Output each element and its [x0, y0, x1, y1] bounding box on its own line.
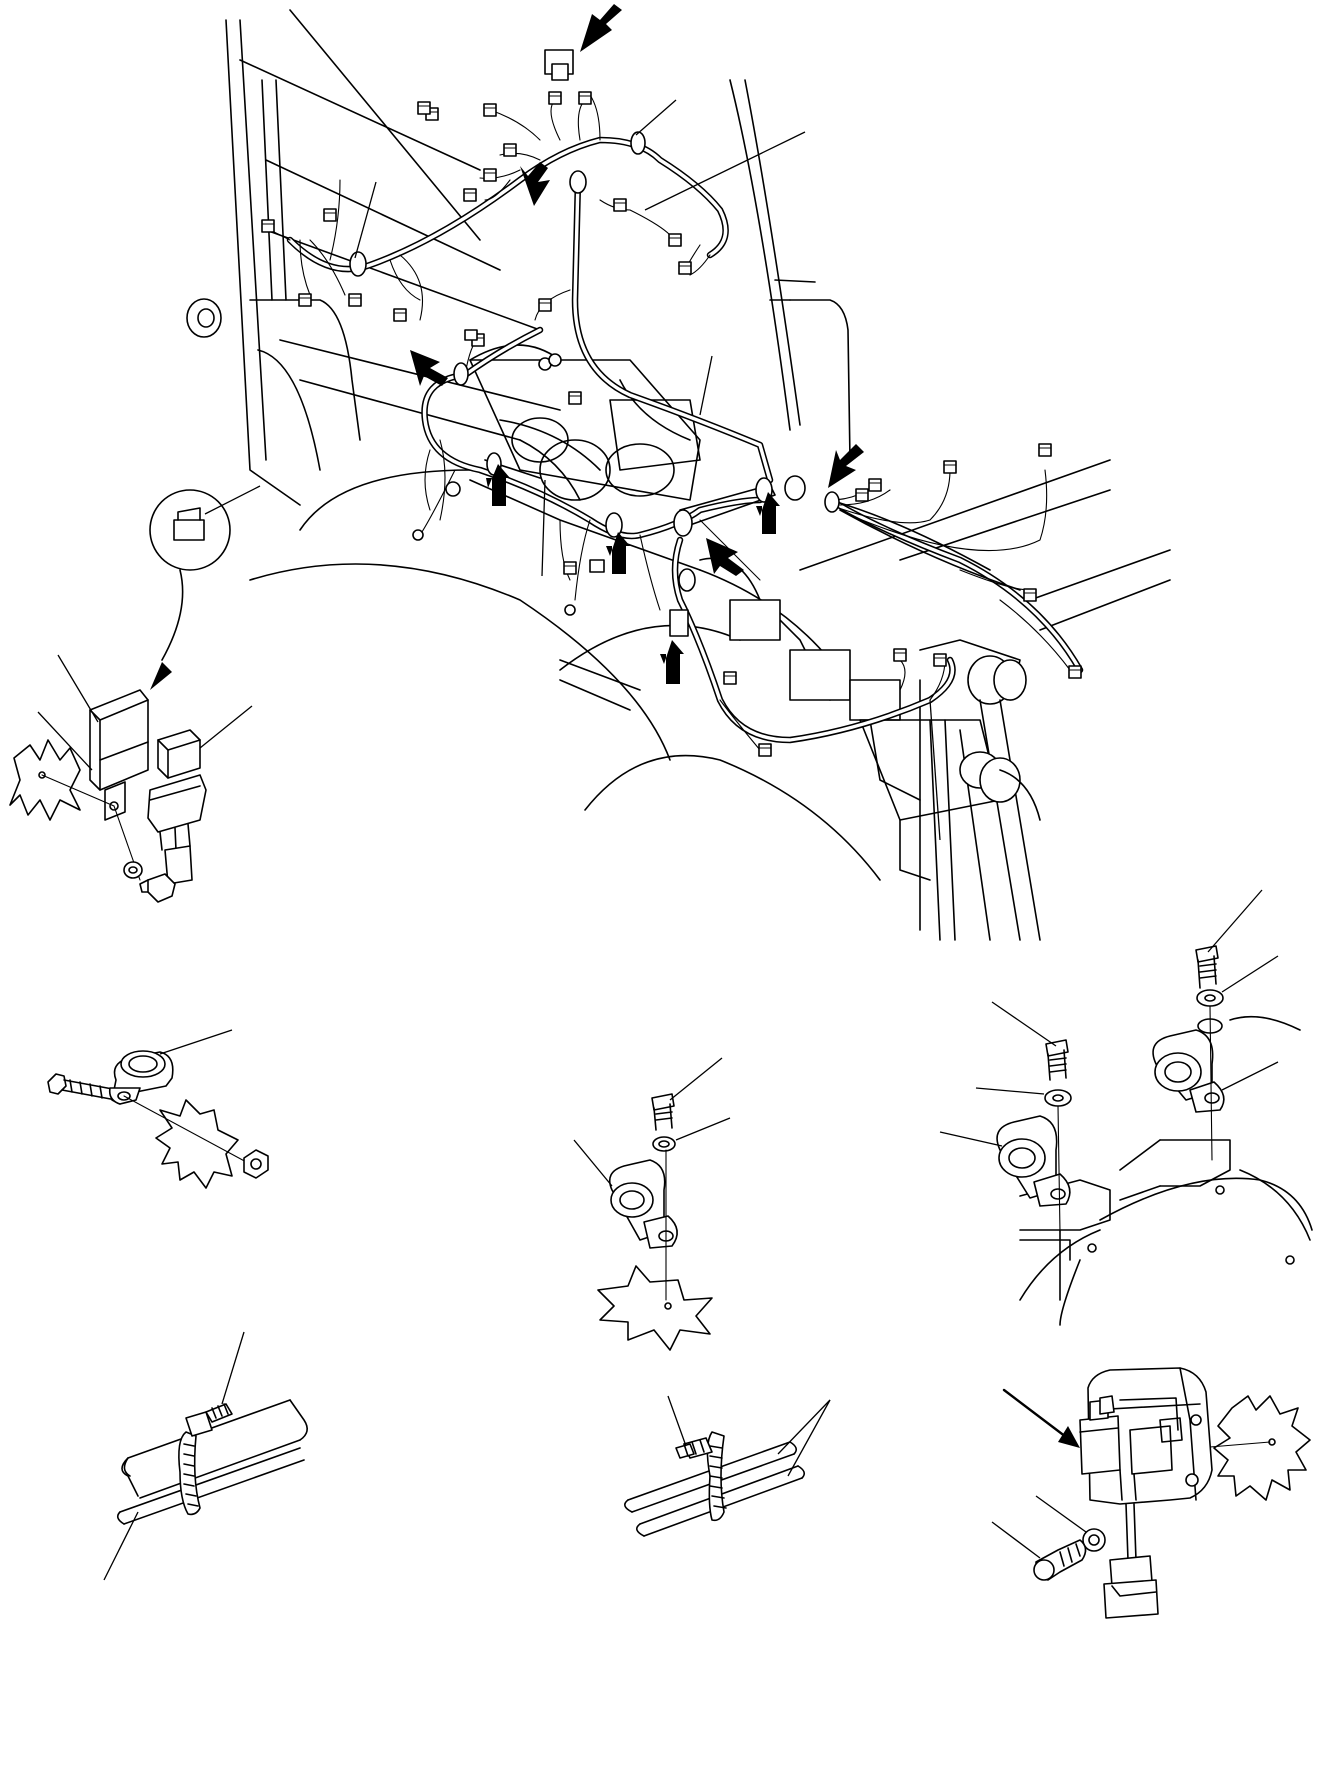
clamp-with-nut-detail — [47, 1029, 269, 1189]
clamp-on-bracket-detail — [573, 1057, 731, 1351]
arrow-marker — [520, 162, 550, 206]
main-harness-routing — [186, 4, 1171, 941]
relay-mounting-detail — [9, 485, 261, 903]
double-clamp-on-housing-detail — [939, 889, 1313, 1326]
frame-and-wheel-arches — [249, 459, 1171, 881]
arrow-marker — [706, 538, 744, 576]
connectors — [261, 49, 1082, 757]
cab-frame — [225, 9, 851, 506]
arrow-marker — [410, 350, 448, 386]
pointer-arrows — [410, 4, 864, 684]
arrow-marker — [580, 4, 622, 52]
arrow-marker — [660, 640, 684, 684]
arrow-marker — [756, 492, 780, 534]
arrow-marker — [486, 464, 510, 506]
arrow-marker — [606, 532, 630, 574]
harness-clamps — [349, 131, 840, 592]
controller-mounting-detail — [991, 1367, 1311, 1619]
cable-tie-single-detail — [103, 1331, 308, 1581]
arrow-marker — [828, 444, 864, 488]
transmission-pump — [699, 557, 1041, 941]
cable-tie-double-detail — [624, 1395, 831, 1537]
grommet — [186, 298, 222, 338]
engine-area — [469, 344, 701, 501]
callout-leaders — [354, 99, 941, 841]
wire-harness — [286, 136, 1084, 744]
